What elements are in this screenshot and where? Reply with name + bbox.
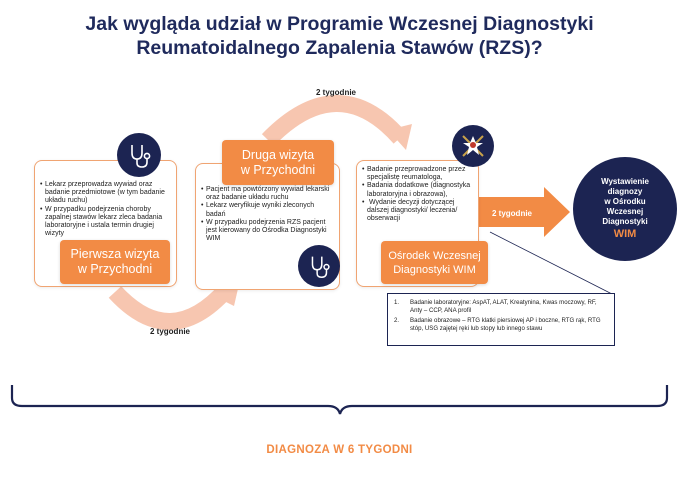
page-title-line2: Reumatoidalnego Zapalenia Stawów (RZS)?	[136, 37, 543, 59]
list-item: Lekarz przeprowadza wywiad oraz badanie …	[40, 181, 172, 206]
result-line4: Wczesnej	[606, 207, 644, 216]
page-title-line1: Jak wygląda udział w Programie Wczesnej …	[85, 13, 594, 35]
bottom-brace	[10, 385, 669, 415]
step-label-line2: Diagnostyki WIM	[393, 263, 476, 276]
list-item: Badania dodatkowe (diagnostyka laborator…	[362, 182, 474, 198]
list-item: 1. Badanie laboratoryjne: AspAT, ALAT, K…	[394, 299, 608, 315]
interval-label-second-to-center: 2 tygodnie	[316, 88, 357, 97]
step-label-line2: w Przychodni	[77, 262, 153, 276]
list-item: Wydanie decyzji dotyczącej dalszej diagn…	[362, 199, 474, 224]
step-label-second-visit: Druga wizyta w Przychodni	[222, 140, 334, 185]
list-item: Badanie przeprowadzone przez specjalistę…	[362, 166, 474, 182]
interval-label-first-to-second: 2 tygodnie	[150, 327, 191, 336]
stethoscope-icon	[298, 245, 340, 287]
notes-box: 1. Badanie laboratoryjne: AspAT, ALAT, K…	[387, 293, 615, 346]
note-number: 2.	[394, 317, 400, 324]
result-line3: w Ośrodku	[604, 197, 646, 206]
stethoscope-icon	[117, 133, 161, 177]
step-label-diagnostic-center: Ośrodek Wczesnej Diagnostyki WIM	[381, 241, 488, 284]
arc-arrow-second-to-center	[261, 95, 407, 146]
arc-arrowhead-second-to-center	[388, 124, 412, 150]
step-label-line1: Pierwsza wizyta	[70, 247, 160, 261]
note-text: Badanie laboratoryjne: AspAT, ALAT, Krea…	[410, 299, 597, 314]
step-label-first-visit: Pierwsza wizyta w Przychodni	[60, 240, 170, 284]
step-label-line2: w Przychodni	[240, 162, 316, 177]
list-item: Lekarz weryfikuje wyniki zleconych badań	[201, 202, 335, 218]
result-highlight: WIM	[613, 228, 637, 240]
step-label-line1: Ośrodek Wczesnej	[388, 249, 481, 262]
military-emblem-icon	[452, 125, 494, 167]
note-text: Badanie obrazowe – RTG klatki piersiowej…	[410, 317, 601, 332]
list-item: 2. Badanie obrazowe – RTG klatki piersio…	[394, 317, 608, 333]
result-line5: Diagnostyki	[602, 217, 648, 226]
result-line2: diagnozy	[607, 187, 643, 196]
list-item: Pacjent ma powtórzony wywiad lekarski or…	[201, 186, 335, 202]
result-diagnosis-circle: Wystawienie diagnozy w Ośrodku Wczesnej …	[573, 157, 677, 261]
list-item: W przypadku podejrzenia choroby zapalnej…	[40, 206, 172, 239]
result-line1: Wystawienie	[601, 177, 649, 186]
page-title: Jak wygląda udział w Programie Wczesnej …	[0, 12, 679, 60]
summary-label: DIAGNOZA W 6 TYGODNI	[266, 444, 413, 456]
arrow-center-to-result	[478, 187, 570, 237]
interval-label-center-to-result: 2 tygodnie	[492, 209, 533, 218]
arc-arrow-first-to-second	[108, 284, 233, 330]
step-label-line1: Druga wizyta	[241, 147, 315, 162]
note-number: 1.	[394, 299, 400, 306]
notes-pointer-line	[489, 231, 613, 295]
list-item: W przypadku podejrzenia RZS pacjent jest…	[201, 219, 335, 244]
